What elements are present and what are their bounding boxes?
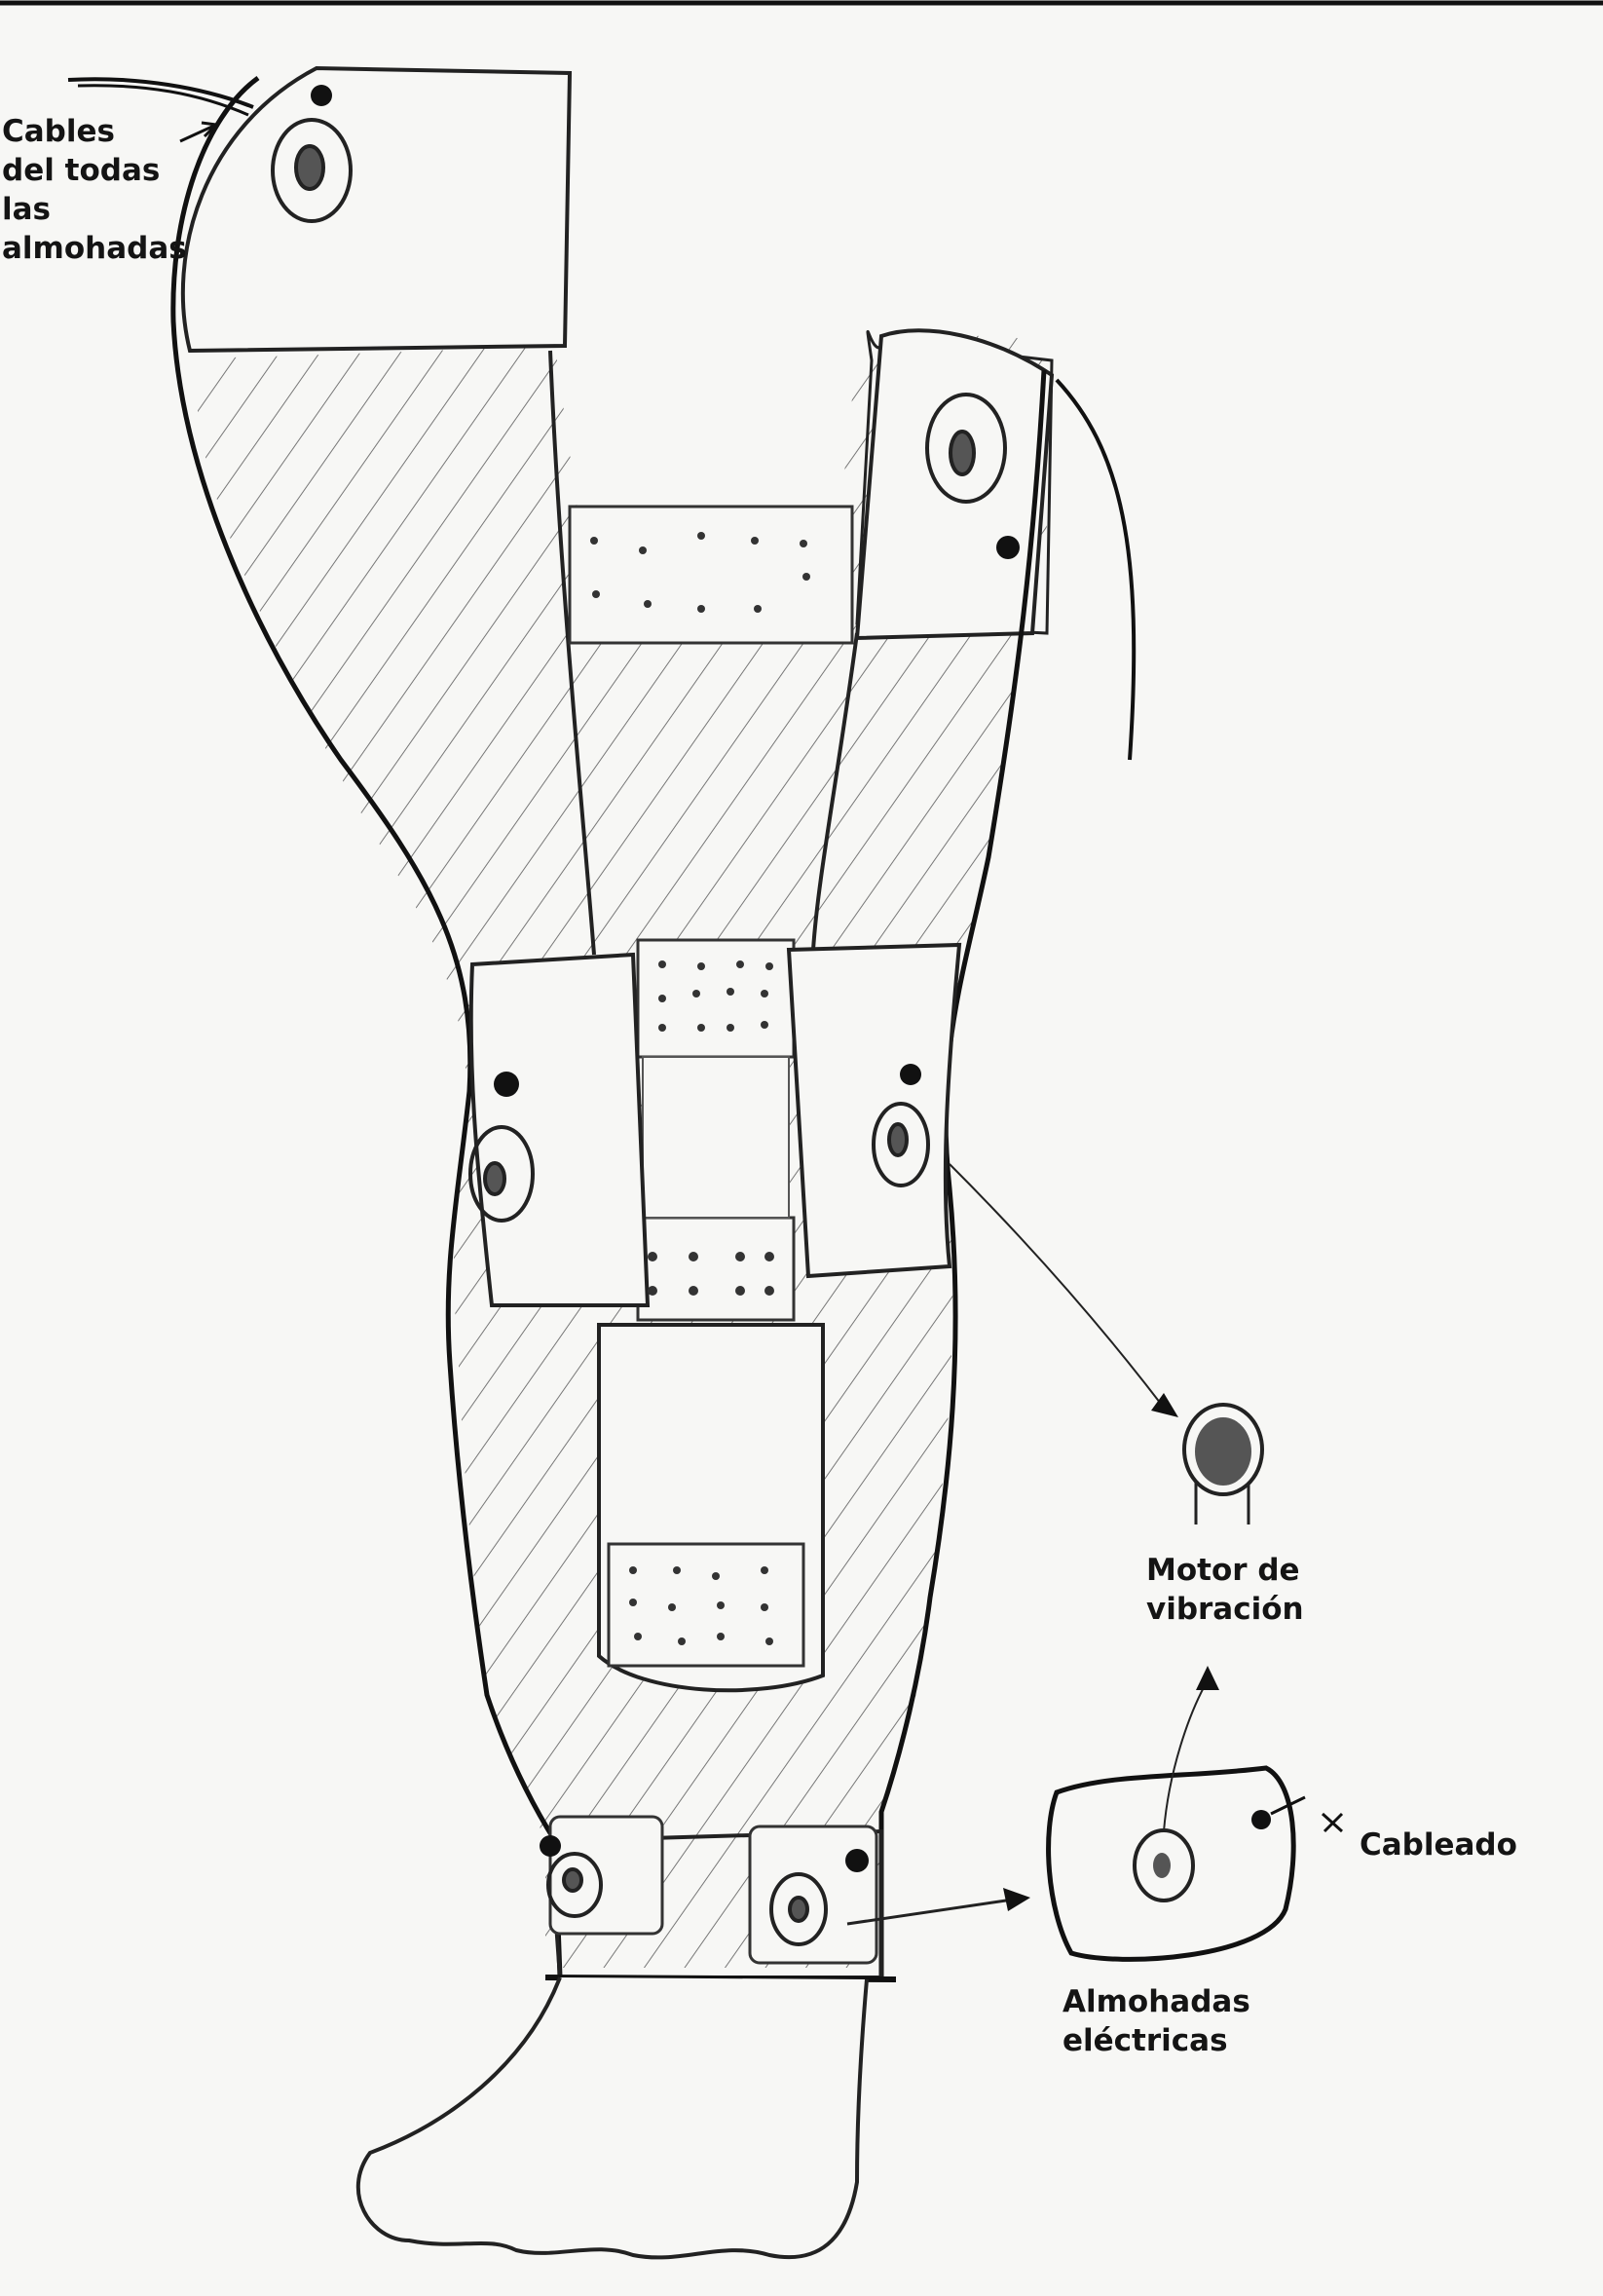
label-cableado: Cableado bbox=[1360, 1826, 1517, 1864]
right-thigh-cuff bbox=[857, 330, 1052, 638]
vibration-motor-icon bbox=[1184, 1405, 1262, 1524]
knee-block-left bbox=[471, 955, 648, 1305]
label-cables-line2: del todas bbox=[2, 151, 187, 190]
label-motor-line1: Motor de bbox=[1146, 1551, 1304, 1590]
thigh-strap bbox=[570, 507, 852, 643]
label-cables-line1: Cables bbox=[2, 112, 187, 151]
label-cableado-line1: Cableado bbox=[1360, 1826, 1517, 1864]
label-cables-line4: almohadas bbox=[2, 229, 187, 268]
label-cables: Cables del todas las almohadas bbox=[2, 112, 187, 268]
shin-strap bbox=[609, 1544, 803, 1666]
label-cables-line3: las bbox=[2, 190, 187, 229]
motor-leader-line bbox=[950, 1164, 1164, 1408]
foot bbox=[358, 1977, 867, 2257]
label-almohadas-line1: Almohadas bbox=[1062, 1982, 1250, 2021]
label-almohadas-line2: eléctricas bbox=[1062, 2021, 1250, 2060]
knee-strap-lower bbox=[638, 1218, 794, 1320]
knee-block-right bbox=[789, 945, 959, 1276]
cable-bundle bbox=[68, 79, 253, 107]
label-almohadas: Almohadas eléctricas bbox=[1062, 1982, 1250, 2060]
label-motor-line2: vibración bbox=[1146, 1590, 1304, 1629]
electrode-pad-icon bbox=[1049, 1666, 1342, 1959]
label-motor: Motor de vibración bbox=[1146, 1551, 1304, 1629]
